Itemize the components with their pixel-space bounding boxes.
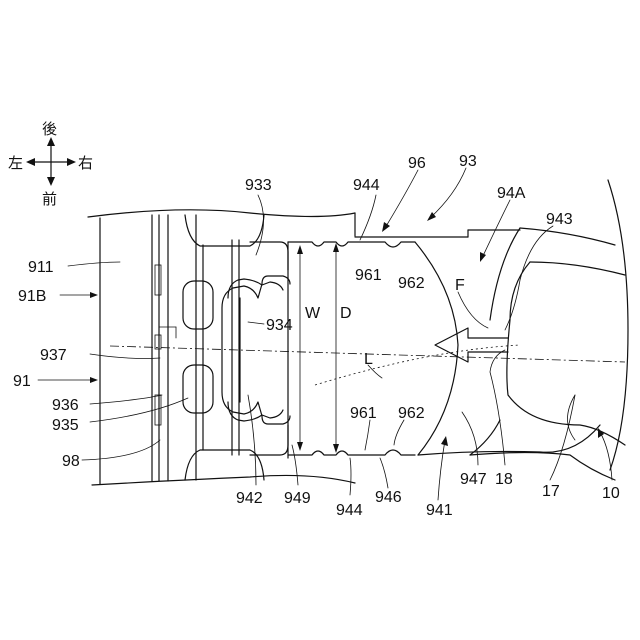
label-961-top: 961 (355, 267, 382, 284)
label-936: 936 (52, 397, 79, 414)
label-98: 98 (62, 453, 80, 470)
leader-lines (38, 168, 612, 500)
label-962-top: 962 (398, 275, 425, 292)
label-10: 10 (602, 485, 620, 502)
label-944-bottom: 944 (336, 502, 363, 519)
label-947: 947 (460, 471, 487, 488)
dimension-D (333, 243, 339, 453)
label-911: 911 (28, 259, 54, 276)
label-91: 91 (13, 373, 31, 390)
line-L (315, 345, 520, 385)
label-949: 949 (284, 490, 311, 507)
label-18: 18 (495, 471, 513, 488)
compass-right-label: 右 (78, 154, 93, 172)
label-91B: 91B (18, 288, 46, 305)
compass-back-label: 後 (42, 120, 57, 138)
label-942: 942 (236, 490, 263, 507)
compass-front-label: 前 (42, 190, 57, 208)
compass-left-label: 左 (8, 154, 23, 172)
label-94A: 94A (497, 185, 526, 202)
label-L: L (364, 351, 373, 368)
label-D: D (340, 305, 352, 322)
label-W: W (305, 305, 321, 322)
label-17: 17 (542, 483, 560, 500)
label-F: F (455, 277, 465, 294)
label-941: 941 (426, 502, 453, 519)
direction-compass (26, 137, 76, 186)
label-943: 943 (546, 211, 573, 228)
label-933: 933 (245, 177, 272, 194)
label-934: 934 (266, 317, 293, 334)
label-935: 935 (52, 417, 79, 434)
clip-region (183, 215, 288, 480)
label-93: 93 (459, 153, 477, 170)
label-946: 946 (375, 489, 402, 506)
dimension-W (297, 245, 303, 451)
body-10 (418, 180, 628, 480)
label-962-bottom: 962 (398, 405, 425, 422)
label-944-top: 944 (353, 177, 380, 194)
label-961-bottom: 961 (350, 405, 377, 422)
label-937: 937 (40, 347, 67, 364)
label-96: 96 (408, 155, 426, 172)
